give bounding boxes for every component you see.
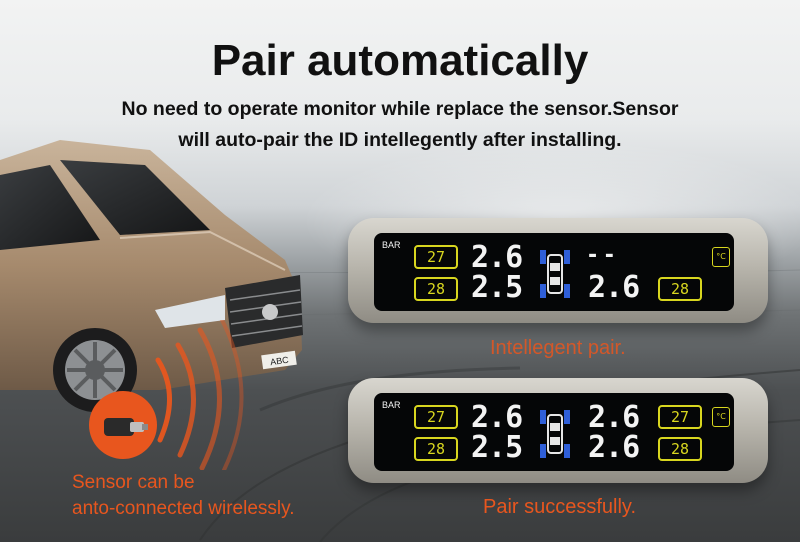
temp-rear-left: 28: [414, 277, 458, 301]
monitor-screen: BAR 27 28 2.6 2.5 2.6 2.6 27 28 °C: [374, 393, 734, 471]
pressure-rear-left: 2.5: [471, 430, 523, 465]
temp-rear-left: 28: [414, 437, 458, 461]
temp-front-left: 27: [414, 245, 458, 269]
car-layout-icon: [540, 250, 570, 298]
paired-caption: Pair successfully.: [483, 496, 637, 518]
pressure-front-right: - -: [588, 243, 614, 268]
wireless-signal-waves: [155, 320, 244, 470]
subtitle-line-1: No need to operate monitor while replace…: [121, 98, 679, 120]
sensor-caption: Sensor can be anto-connected wirelessly.: [72, 470, 294, 522]
pressure-unit-label: BAR: [382, 240, 401, 250]
page-subtitle: No need to operate monitor while replace…: [0, 94, 800, 156]
page-title: Pair automatically: [211, 36, 589, 85]
car-layout-icon: [540, 410, 570, 458]
pressure-front-left: 2.6: [471, 240, 523, 275]
sensor-caption-line-2: anto-connected wirelessly.: [72, 498, 295, 519]
pressure-front-right: 2.6: [588, 400, 640, 435]
pairing-caption: Intellegent pair.: [490, 337, 626, 359]
pressure-front-left: 2.6: [471, 400, 523, 435]
sensor-caption-line-1: Sensor can be: [72, 472, 195, 493]
temp-unit-indicator: °C: [712, 247, 730, 267]
pressure-rear-right: 2.6: [588, 430, 640, 465]
temp-rear-right: 28: [658, 437, 702, 461]
suv-car-image: ABC: [0, 140, 303, 412]
temp-front-right: 27: [658, 405, 702, 429]
tpms-monitor-paired: BAR 27 28 2.6 2.5 2.6 2.6 27 28 °C: [348, 378, 768, 483]
pressure-rear-right: 2.6: [588, 270, 640, 305]
monitor-screen: BAR 27 28 2.6 2.5 - - 2.6 28 °C: [374, 233, 734, 311]
temp-front-left: 27: [414, 405, 458, 429]
license-plate: ABC: [270, 355, 290, 368]
subtitle-line-2: will auto-pair the ID intellegently afte…: [178, 129, 622, 151]
temp-unit-indicator: °C: [712, 407, 730, 427]
pressure-rear-left: 2.5: [471, 270, 523, 305]
temp-rear-right: 28: [658, 277, 702, 301]
tire-sensor-icon: [89, 391, 157, 459]
tpms-monitor-pairing: BAR 27 28 2.6 2.5 - - 2.6 28 °C: [348, 218, 768, 323]
pressure-unit-label: BAR: [382, 400, 401, 410]
